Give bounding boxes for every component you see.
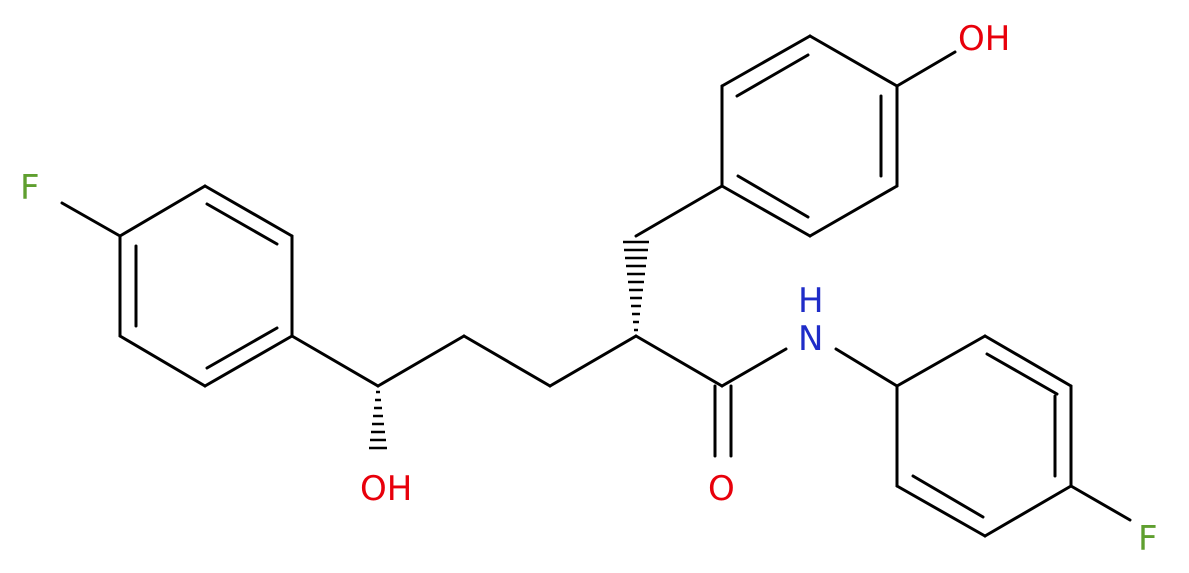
hydroxyl-label-bottom: OH [360, 469, 412, 509]
bond-line [985, 352, 1059, 396]
bond-line [548, 334, 638, 388]
bond-line [203, 334, 294, 388]
bond-line [376, 334, 466, 388]
stereo-hash-bond-benzyl [623, 240, 649, 332]
bond-line [983, 484, 1073, 538]
amide-hydrogen-label: H [798, 281, 824, 321]
bond-line [203, 184, 294, 238]
bond-line [462, 334, 552, 388]
bond-line [205, 326, 279, 370]
bond-line [895, 484, 987, 538]
bond-lines [60, 34, 1132, 538]
bond-line [895, 50, 957, 88]
bond-line [634, 184, 724, 238]
bond-line [290, 334, 380, 388]
bond-line [1069, 484, 1132, 522]
bond-line [720, 34, 812, 88]
bond-line [118, 334, 207, 388]
bond-line [895, 334, 987, 388]
bond-line [911, 474, 985, 519]
bond-line [720, 347, 788, 388]
hydroxyl-label-top: OH [958, 19, 1010, 59]
bond-line [634, 334, 724, 388]
bond-line [720, 184, 812, 238]
bond-line [60, 201, 122, 238]
bond-line [205, 202, 279, 246]
bond-line [736, 174, 810, 219]
fluorine-label-left: F [20, 168, 40, 208]
bond-line [808, 34, 899, 88]
carbonyl-oxygen-label: O [708, 469, 735, 509]
amide-nitrogen-label: N [798, 319, 823, 359]
bond-line [808, 184, 899, 238]
fluorine-label-right: F [1138, 519, 1158, 559]
bond-line [735, 53, 810, 98]
bond-line [118, 184, 207, 238]
bond-line [983, 334, 1073, 388]
stereo-hash-bond-oh [369, 390, 387, 450]
bond-line [834, 347, 899, 388]
